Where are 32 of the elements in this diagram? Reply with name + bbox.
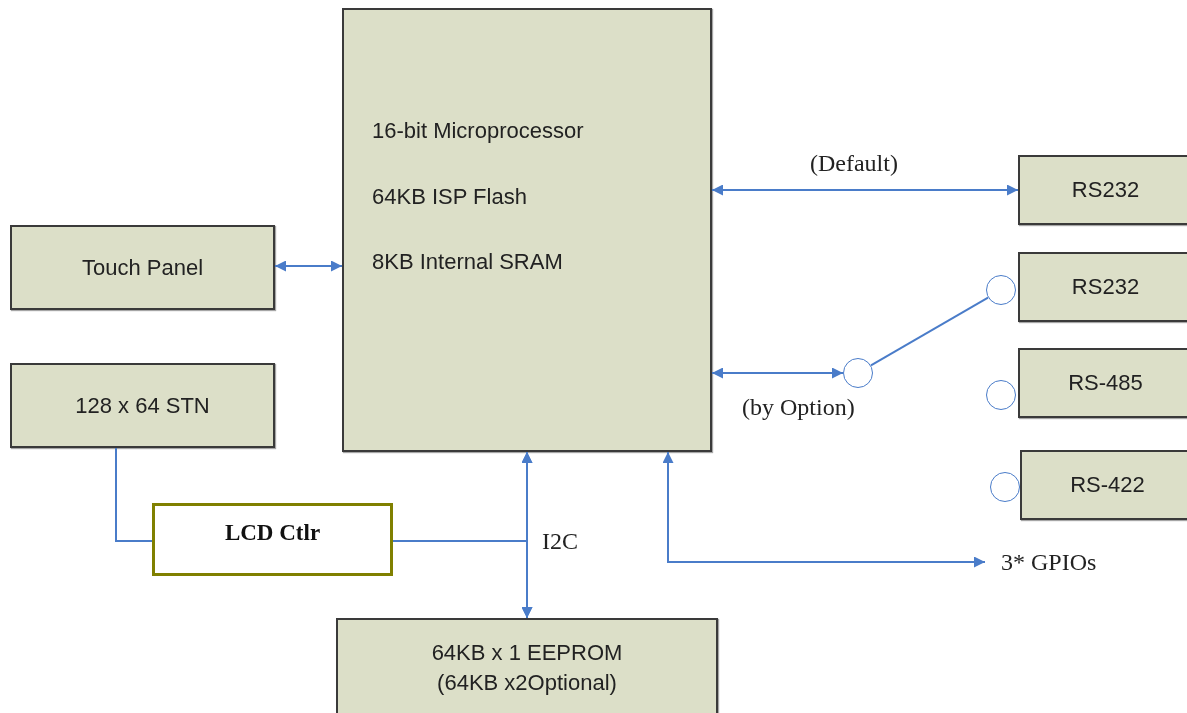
processor-block: [342, 8, 712, 452]
node-text: 64KB x 1 EEPROM (64KB x2Optional): [430, 639, 624, 697]
component-block: [1018, 348, 1187, 418]
connector-line: [662, 451, 986, 568]
node-text: 16-bit Microprocessor: [372, 117, 584, 145]
connector-line: [274, 260, 343, 272]
component-block: [1018, 155, 1187, 225]
connector-circle: [986, 275, 1016, 305]
node-text: RS232: [1071, 273, 1140, 302]
node-text: 64KB ISP Flash: [372, 182, 527, 211]
node-text: 128 x 64 STN: [75, 391, 210, 420]
controller-block: [152, 503, 393, 576]
connector-line: [392, 540, 533, 619]
connector-line: [711, 184, 1019, 196]
node-text: RS-485: [1068, 369, 1143, 398]
component-block: [10, 225, 275, 310]
component-block: [1020, 450, 1187, 520]
component-block: [10, 363, 275, 448]
connector-circle: [990, 472, 1020, 502]
component-block: [336, 618, 718, 713]
node-text: RS232: [1071, 176, 1140, 205]
connector-circle: [986, 380, 1016, 410]
node-text: LCD Ctlr: [224, 520, 321, 546]
connector-line: [869, 296, 990, 367]
connector-line: [115, 447, 153, 542]
component-block: [1018, 252, 1187, 322]
node-text: 8KB Internal SRAM: [372, 248, 563, 277]
node-text: Touch Panel: [81, 253, 204, 282]
connector-circle: [843, 358, 873, 388]
node-text: RS-422: [1070, 471, 1145, 500]
connector-line: [711, 367, 844, 379]
gpio-label: 3* GPIOs: [985, 545, 1155, 579]
